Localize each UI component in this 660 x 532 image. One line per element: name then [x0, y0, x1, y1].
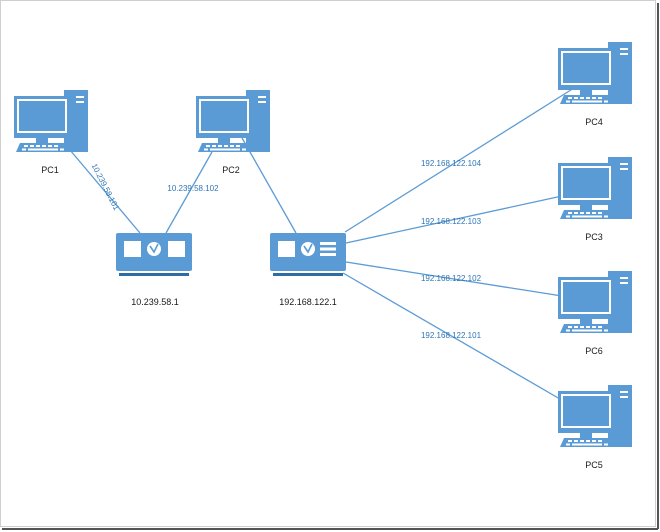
- node-pc5[interactable]: PC5: [558, 385, 632, 470]
- ip-label-pc2: 10.239.58.102: [167, 184, 219, 193]
- link-pc2-router-b: [241, 137, 297, 234]
- link-pc1-router-a: [69, 149, 141, 234]
- ip-label-pc1: 10.239.58.101: [90, 162, 121, 212]
- link-router-b-pc4: [344, 87, 575, 233]
- link-router-b-pc3: [345, 195, 563, 244]
- router-a-label: 10.239.58.1: [131, 297, 179, 307]
- node-router-a[interactable]: 10.239.58.1: [116, 233, 192, 307]
- pc4-label: PC4: [585, 117, 603, 127]
- pc1-label: PC1: [41, 165, 59, 175]
- ip-label-pc3: 192.168.122.103: [421, 217, 482, 226]
- ip-label-pc5: 192.168.122.101: [421, 331, 482, 340]
- link-router-b-pc5: [342, 272, 573, 407]
- desktop-computer-icon: [558, 157, 632, 219]
- pc6-label: PC6: [585, 346, 603, 356]
- ip-label-pc6: 192.168.122.102: [421, 274, 482, 283]
- router-icon: [116, 233, 192, 276]
- node-pc1[interactable]: PC1: [14, 90, 88, 175]
- desktop-computer-icon: [14, 90, 88, 152]
- pc5-label: PC5: [585, 460, 603, 470]
- node-pc3[interactable]: PC3: [558, 157, 632, 242]
- desktop-computer-icon: [558, 271, 632, 333]
- pc3-label: PC3: [585, 232, 603, 242]
- pc2-label: PC2: [222, 165, 240, 175]
- ip-label-pc4: 192.168.122.104: [421, 159, 482, 168]
- link-router-b-pc6: [345, 261, 563, 297]
- router-icon: [270, 233, 346, 276]
- desktop-computer-icon: [196, 90, 270, 152]
- node-pc4[interactable]: PC4: [558, 42, 632, 127]
- desktop-computer-icon: [558, 42, 632, 104]
- router-b-label: 192.168.122.1: [279, 297, 337, 307]
- desktop-computer-icon: [558, 385, 632, 447]
- node-pc6[interactable]: PC6: [558, 271, 632, 356]
- node-pc2[interactable]: PC2: [196, 90, 270, 175]
- node-router-b[interactable]: 192.168.122.1: [270, 233, 346, 307]
- link-pc2-router-a: [165, 151, 213, 234]
